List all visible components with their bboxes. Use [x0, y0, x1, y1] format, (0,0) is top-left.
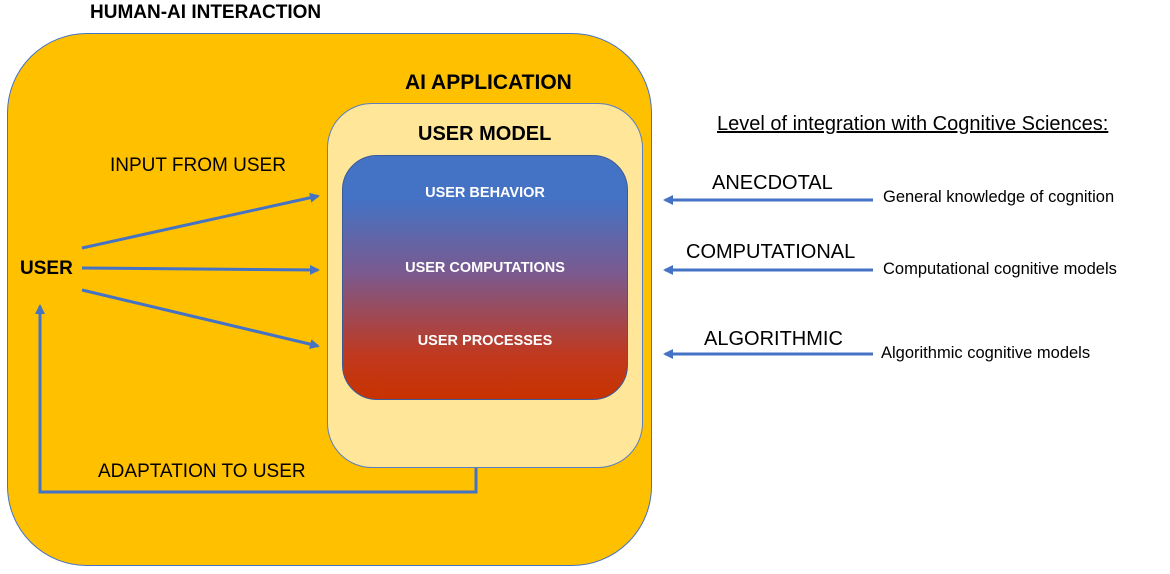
user-label: USER	[20, 258, 73, 279]
level-name-computational: COMPUTATIONAL	[686, 241, 856, 263]
level-description-computational: Computational cognitive models	[883, 260, 1117, 278]
user-behavior-label: USER BEHAVIOR	[425, 185, 545, 201]
level-description-algorithmic: Algorithmic cognitive models	[881, 344, 1091, 362]
user-model-label: USER MODEL	[418, 123, 552, 145]
input-from-user-label: INPUT FROM USER	[110, 155, 286, 176]
level-description-anecdotal: General knowledge of cognition	[883, 188, 1115, 206]
user-computations-label: USER COMPUTATIONS	[405, 260, 565, 276]
integration-heading: Level of integration with Cognitive Scie…	[717, 113, 1109, 135]
level-name-anecdotal: ANECDOTAL	[712, 172, 833, 194]
ai-application-label: AI APPLICATION	[405, 71, 572, 94]
level-name-algorithmic: ALGORITHMIC	[704, 328, 843, 350]
user-processes-label: USER PROCESSES	[417, 333, 553, 349]
diagram-title: HUMAN-AI INTERACTION	[90, 2, 322, 23]
adaptation-to-user-label: ADAPTATION TO USER	[98, 461, 306, 482]
